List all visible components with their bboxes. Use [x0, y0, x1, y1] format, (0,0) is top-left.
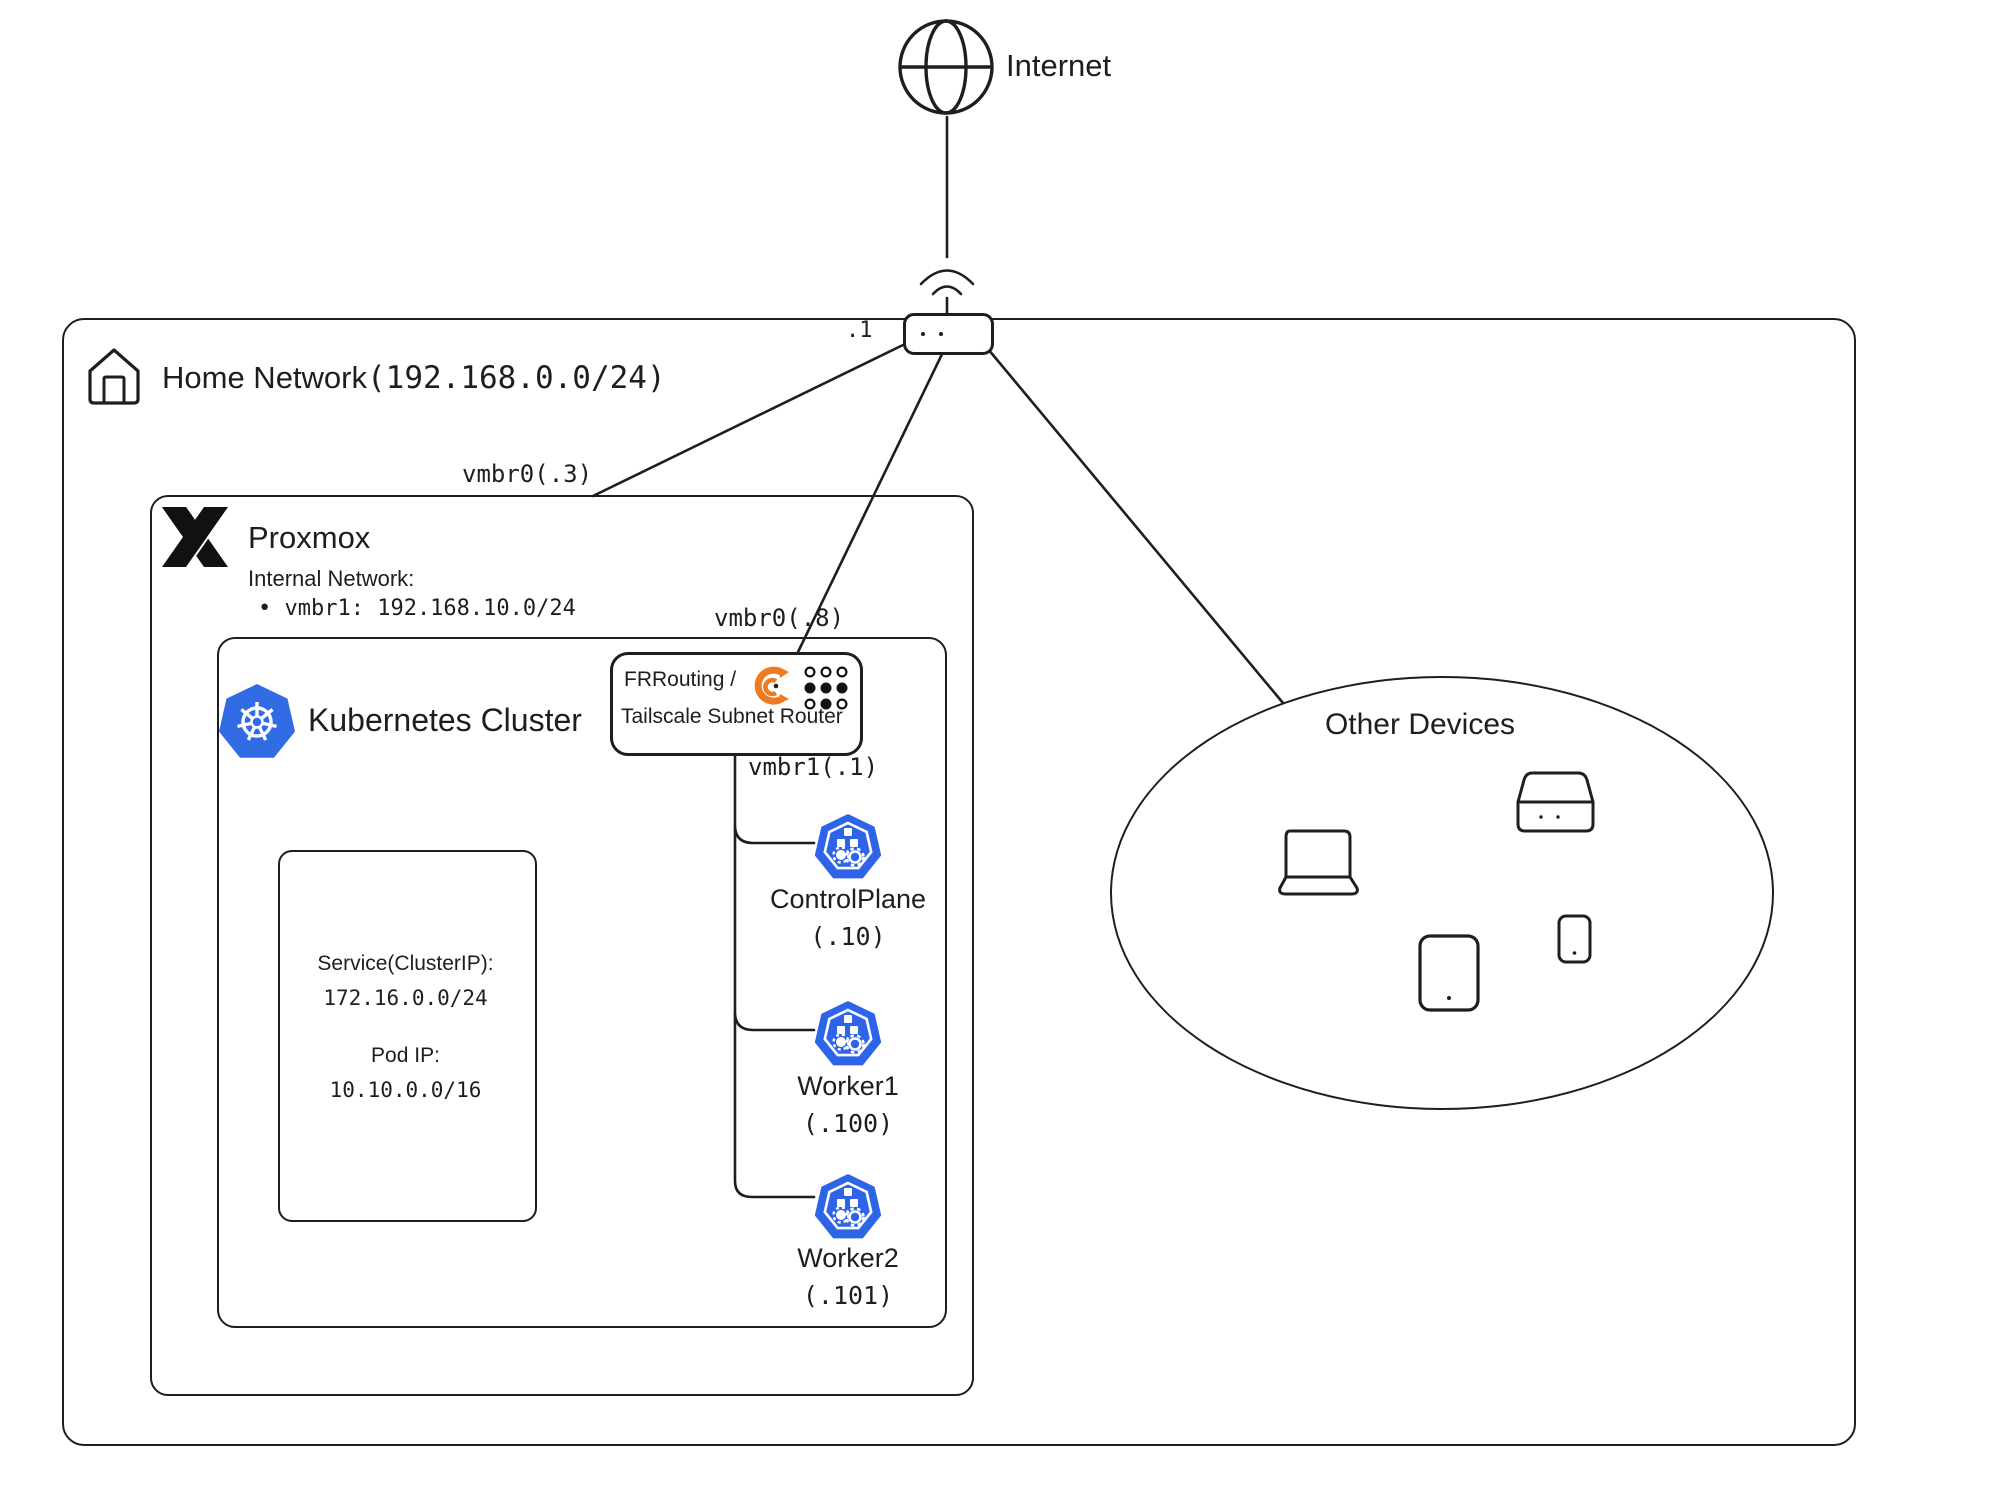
frr-label-line1: FRRouting / [624, 668, 737, 691]
kubernetes-cluster-box [217, 637, 947, 1328]
vmbr1-1-label: vmbr1(.1) [748, 753, 879, 781]
dot-grid-icon [804, 666, 848, 710]
router-led [939, 332, 943, 336]
kubernetes-logo-icon [219, 684, 295, 758]
proxmox-box [150, 495, 974, 1396]
proxmox-bridge-label: • vmbr1: 192.168.10.0/24 [258, 596, 576, 621]
wifi-icon-inner [931, 285, 963, 296]
worker2-label: Worker2 [797, 1243, 899, 1273]
wifi-icon [919, 269, 975, 286]
router-ip-label: .1 [846, 318, 873, 343]
home-network-name: Home Network [162, 360, 367, 395]
tablet-icon [1418, 934, 1480, 1012]
frr-label-line2: Tailscale Subnet Router [621, 705, 843, 728]
home-network-cidr: (192.168.0.0/24) [367, 360, 666, 396]
phone-icon [1557, 914, 1592, 964]
service-cidr: 172.16.0.0/24 [323, 986, 488, 1010]
worker2-ip: (.101) [802, 1281, 894, 1310]
service-clusterip-label: Service(ClusterIP): [317, 952, 494, 975]
internet-label: Internet [1006, 48, 1112, 83]
worker1-ip: (.100) [802, 1109, 894, 1138]
house-icon [88, 348, 140, 405]
router-led [921, 332, 925, 336]
frr-tailscale-box: FRRouting / Tailscale Subnet Router [610, 652, 863, 756]
proxmox-title: Proxmox [248, 520, 371, 555]
proxmox-internal-network-label: Internal Network: [248, 566, 415, 591]
pod-ip-label: Pod IP: [371, 1044, 440, 1067]
worker1-node-icon [814, 1001, 882, 1066]
controlplane-label: ControlPlane [769, 884, 927, 914]
pod-cidr: 10.10.0.0/16 [329, 1078, 482, 1102]
vmbr0-8-label: vmbr0(.8) [714, 604, 845, 632]
worker2-node-icon [814, 1174, 882, 1239]
frrouting-logo-icon [754, 666, 789, 705]
controlplane-ip: (.10) [810, 922, 886, 951]
proxmox-logo-icon [160, 506, 230, 568]
other-devices-title: Other Devices [1324, 708, 1516, 741]
nas-device-icon [1516, 771, 1595, 833]
controlplane-node-icon [814, 814, 882, 879]
kubernetes-cluster-title: Kubernetes Cluster [308, 702, 582, 738]
laptop-icon [1278, 829, 1359, 896]
worker1-label: Worker1 [797, 1071, 899, 1101]
service-box [278, 850, 537, 1222]
other-devices-ellipse [1110, 676, 1774, 1110]
vmbr0-3-label: vmbr0(.3) [462, 460, 593, 488]
home-network-title: Home Network(192.168.0.0/24) [162, 360, 666, 396]
internet-globe-icon [898, 19, 994, 115]
router-icon [903, 313, 994, 355]
